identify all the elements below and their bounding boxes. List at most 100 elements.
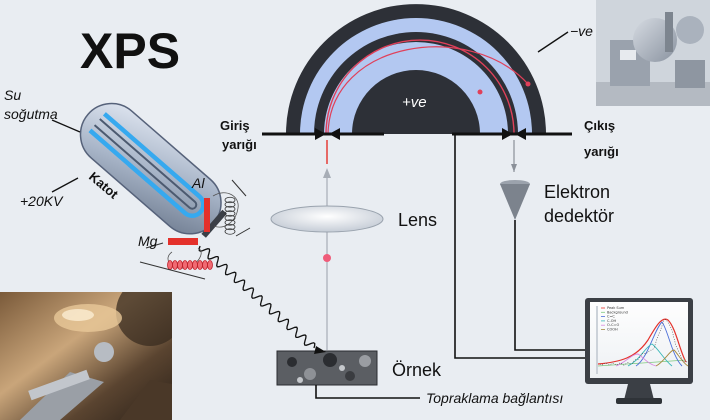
water-cooling-pointer [51,119,81,133]
component-cooh [655,349,689,367]
mg-coil-lead-bottom [139,261,206,280]
x-ray-wave [198,245,316,349]
coil-turn [224,201,236,208]
sample-block [276,350,378,386]
sample-holder-arm [20,372,104,420]
chamber-shine [62,309,94,321]
ground-label: Topraklama bağlantısı [426,390,563,406]
coil-turn [187,260,193,270]
legend-entry: C-OH [607,319,617,323]
coil-turn [197,260,203,270]
instrument-analyzer [676,16,704,44]
coil-turn [224,214,236,222]
sample-texture-4 [345,371,355,381]
coil-turn [224,223,236,231]
negative-pole-pointer [537,31,569,53]
instrument-rack [675,60,705,88]
legend-entry: C=C [607,315,615,319]
negative-pole-label: −ve [570,23,593,39]
lens [270,205,384,233]
sample-texture-6 [297,377,303,383]
detector-label-2: dedektör [544,206,614,226]
hemispherical-analyzer: +ve [286,4,546,135]
coil-turn [224,210,236,217]
chamber-port [116,292,172,346]
component-coh [627,343,673,367]
cathode-filament [93,118,198,210]
coil-turn [202,260,208,270]
al-heating-coil [224,196,236,235]
entrance-slit-arrow-left [329,128,340,140]
legend-entry: Background [607,310,628,314]
ground-wire [315,385,420,399]
peak-sum-curve [597,318,687,365]
al-anode-target [204,198,210,232]
x-ray-arrowhead [314,346,326,354]
sample-texture-7 [339,365,345,371]
inner-hemisphere [352,70,480,134]
coil-turn [224,228,236,235]
water-cooling-label-1: Su [4,87,21,103]
exit-slit-label-1: Çıkış [584,118,615,133]
monitor-neck [624,384,654,400]
diagram-title: XPS [80,23,180,79]
legend-entry: O-C=O [607,323,619,327]
mg-anode-label: Mg [138,233,158,249]
electron-detector [500,180,530,220]
exit-column-arrow [511,164,517,172]
electron-dot-high [525,81,531,87]
entrance-slit-label-1: Giriş [220,118,250,133]
sample-texture-1 [287,357,297,367]
mg-anode-target [168,238,198,245]
legend-entry: COOH [607,328,618,332]
al-anode-label: Al [191,175,205,191]
coil-turn [177,260,183,270]
instrument-column [665,12,673,52]
chamber-wall [120,380,172,420]
coil-turn [224,219,236,226]
entrance-slit-arrow-right [315,128,326,140]
sample-manipulator [28,369,90,401]
water-cooling-label-2: soğutma [4,106,58,122]
electron-path-high [327,46,529,135]
entrance-slit-label-2: yarığı [222,137,257,152]
sample-texture-5 [359,355,371,367]
detector-signal-wire [514,220,585,351]
spectrum-axis [596,306,598,374]
instrument-panel [620,50,636,60]
exit-slit-arrow-right [502,128,513,140]
voltage-pointer [51,177,79,193]
sample-texture-3 [323,353,337,367]
sample [276,350,378,386]
chamber-nozzle [94,342,114,362]
voltage-label: +20KV [20,193,64,209]
component-oco [615,353,657,367]
positive-pole-label: +ve [402,94,427,111]
al-coil-lead-bottom [235,227,251,237]
monitor-base [616,398,662,404]
detector-label-1: Elektron [544,182,610,202]
column-arrow [323,168,331,178]
detector-cone [500,184,530,220]
photoelectron-dot [323,254,331,262]
water-cooling-channel [88,112,206,218]
sample-chamber-photo [0,292,172,420]
electron-dot-mid [477,89,483,95]
background-curve [597,359,687,367]
component-cc [635,321,683,367]
lens-label: Lens [398,210,437,230]
mg-heating-coil [167,260,213,270]
mg-coil-lead-top [145,242,164,249]
coil-turn [167,260,173,270]
coil-turn [182,260,188,270]
monitor-screen [590,302,688,378]
sample-texture-2 [304,368,316,380]
sample-label: Örnek [392,360,442,380]
coil-turn [224,196,236,204]
exit-slit-arrow-left [515,128,526,140]
exit-slit-label-2: yarığı [584,144,619,159]
